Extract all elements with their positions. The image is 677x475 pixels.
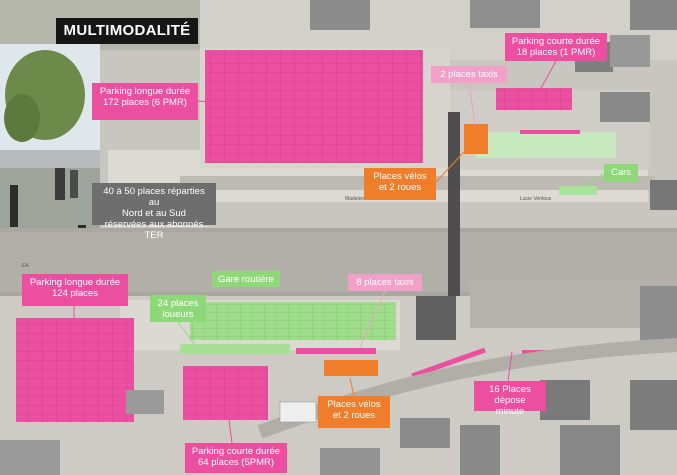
bike-parking-south [324, 360, 378, 376]
label-velos-sud: Places vélos et 2 roues [318, 396, 390, 428]
label-depose-minute: 16 Places dépose minute [474, 381, 546, 417]
label-loueurs: 24 places loueurs [150, 295, 206, 322]
label-parking-longue-sud: Parking longue durée 124 places [22, 274, 128, 306]
label-parking-longue-nord: Parking longue durée 172 places (6 PMR) [92, 83, 198, 120]
label-velos-nord: Places vélos et 2 roues [364, 168, 436, 200]
label-parking-courte-nord: Parking courte durée 18 places (1 PMR) [505, 33, 607, 61]
bike-parking-north [464, 124, 488, 154]
label-gare-routiere: Gare routière [212, 271, 280, 287]
station-building [416, 296, 456, 340]
footbridge [448, 112, 460, 297]
street-label-south-left: EA [22, 263, 29, 269]
page-title: MULTIMODALITÉ [56, 18, 198, 44]
label-taxis-nord: 2 places taxis [431, 66, 507, 83]
label-parking-courte-sud: Parking courte durée 64 places (5PMR) [185, 443, 287, 473]
street-label-north-east: Lucie Ventoux [520, 196, 552, 202]
label-abonnes-ter: 40 à 50 places réparties au Nord et au S… [92, 183, 216, 241]
label-taxis-sud: 8 places taxis [348, 274, 422, 291]
label-cars: Cars [604, 164, 638, 182]
